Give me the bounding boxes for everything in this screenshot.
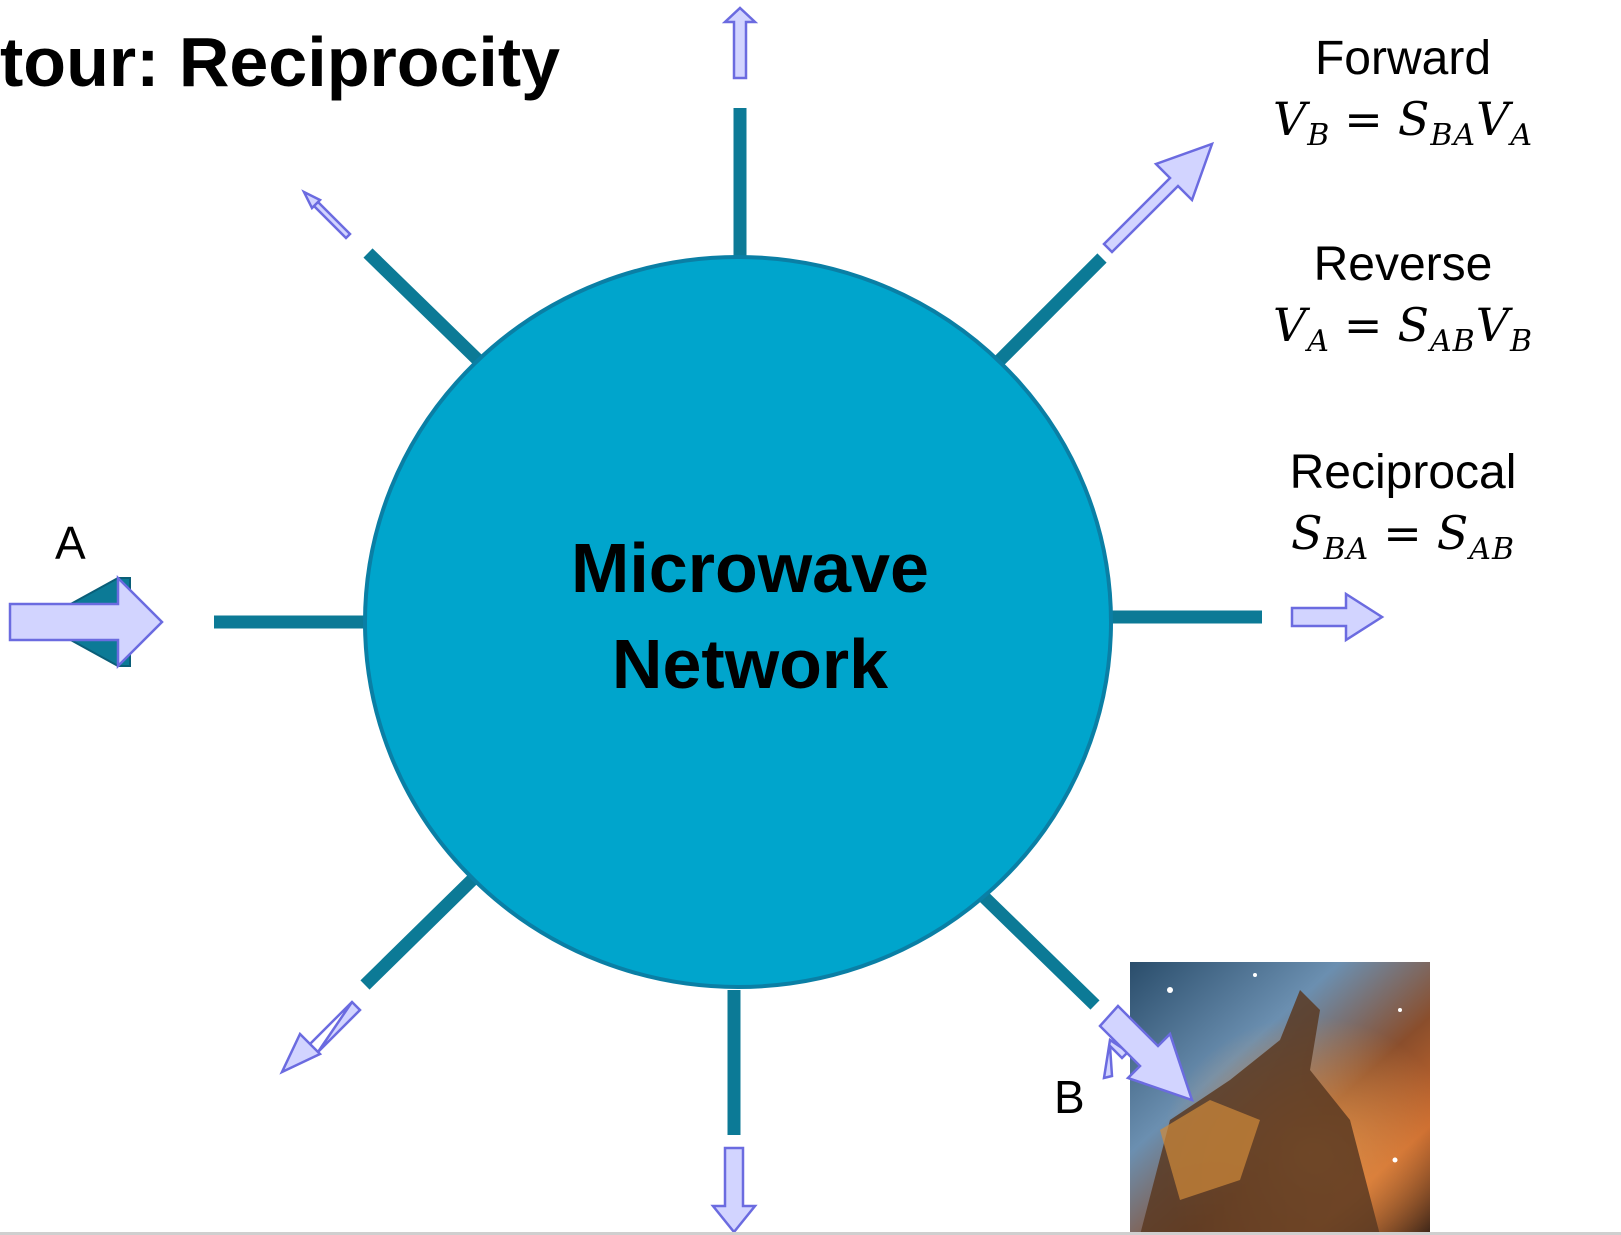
eq-subscript: A [1307, 324, 1330, 359]
eq-subscript: B [1509, 324, 1533, 359]
eq-subscript: A [1510, 118, 1533, 153]
slide-title: tour: Reciprocity [0, 23, 561, 101]
microwave-network-circle [363, 255, 1113, 989]
network-label: Microwave Network [500, 520, 1000, 712]
eq-symbol: V [1273, 298, 1308, 352]
arrow-out-top [721, 6, 759, 80]
reciprocal-block: Reciprocal SBA=SAB [1193, 444, 1613, 581]
reverse-block: Reverse VA=SABVB [1193, 236, 1613, 373]
wave-arrows [8, 6, 1385, 1234]
arrow-out-top-right [1102, 141, 1215, 254]
eq-equals: = [1343, 298, 1384, 352]
eq-subscript: BA [1323, 532, 1370, 567]
eq-subscript: B [1307, 118, 1331, 153]
arrow-out-right [1290, 591, 1385, 643]
reciprocal-label: Reciprocal [1289, 446, 1517, 499]
eq-subscript: BA [1430, 118, 1477, 153]
reciprocal-equation: SBA=SAB [1193, 502, 1613, 581]
eq-equals: = [1344, 92, 1384, 146]
forward-equation: VB=SBAVA [1193, 88, 1613, 167]
eq-symbol: V [1476, 92, 1511, 146]
arrow-out-bottom-left [279, 1000, 362, 1075]
arrow-incident-port-a [8, 574, 164, 670]
port-line-bottom-right [977, 890, 1100, 1010]
eq-subscript: AB [1469, 532, 1515, 567]
eq-symbol: S [1436, 506, 1470, 560]
eq-symbol: S [1397, 92, 1431, 146]
eq-subscript: AB [1429, 324, 1476, 359]
arrow-out-top-left [301, 189, 352, 240]
network-label-line2: Network [611, 625, 889, 703]
reverse-label: Reverse [1313, 238, 1493, 291]
nebula-image [1130, 962, 1430, 1235]
port-lines [214, 108, 1262, 1135]
forward-label: Forward [1314, 32, 1492, 85]
port-b-label: B [1054, 1071, 1085, 1123]
port-a-label: A [55, 517, 86, 569]
eq-symbol: V [1475, 298, 1510, 352]
eq-symbol: V [1273, 92, 1308, 146]
port-line-top-left [363, 248, 485, 367]
port-line-bottom-left [360, 873, 479, 990]
arrow-out-bottom [710, 1146, 758, 1234]
arrow-incident-port-b [1098, 1004, 1194, 1103]
eq-symbol: S [1397, 298, 1430, 352]
port-line-top-right [990, 253, 1107, 370]
eq-symbol: S [1290, 506, 1324, 560]
eq-equals: = [1383, 506, 1423, 560]
forward-block: Forward VB=SBAVA [1193, 30, 1613, 167]
slide-bottom-border [0, 1232, 1621, 1235]
reverse-equation: VA=SABVB [1193, 294, 1613, 373]
network-label-line1: Microwave [571, 529, 929, 607]
